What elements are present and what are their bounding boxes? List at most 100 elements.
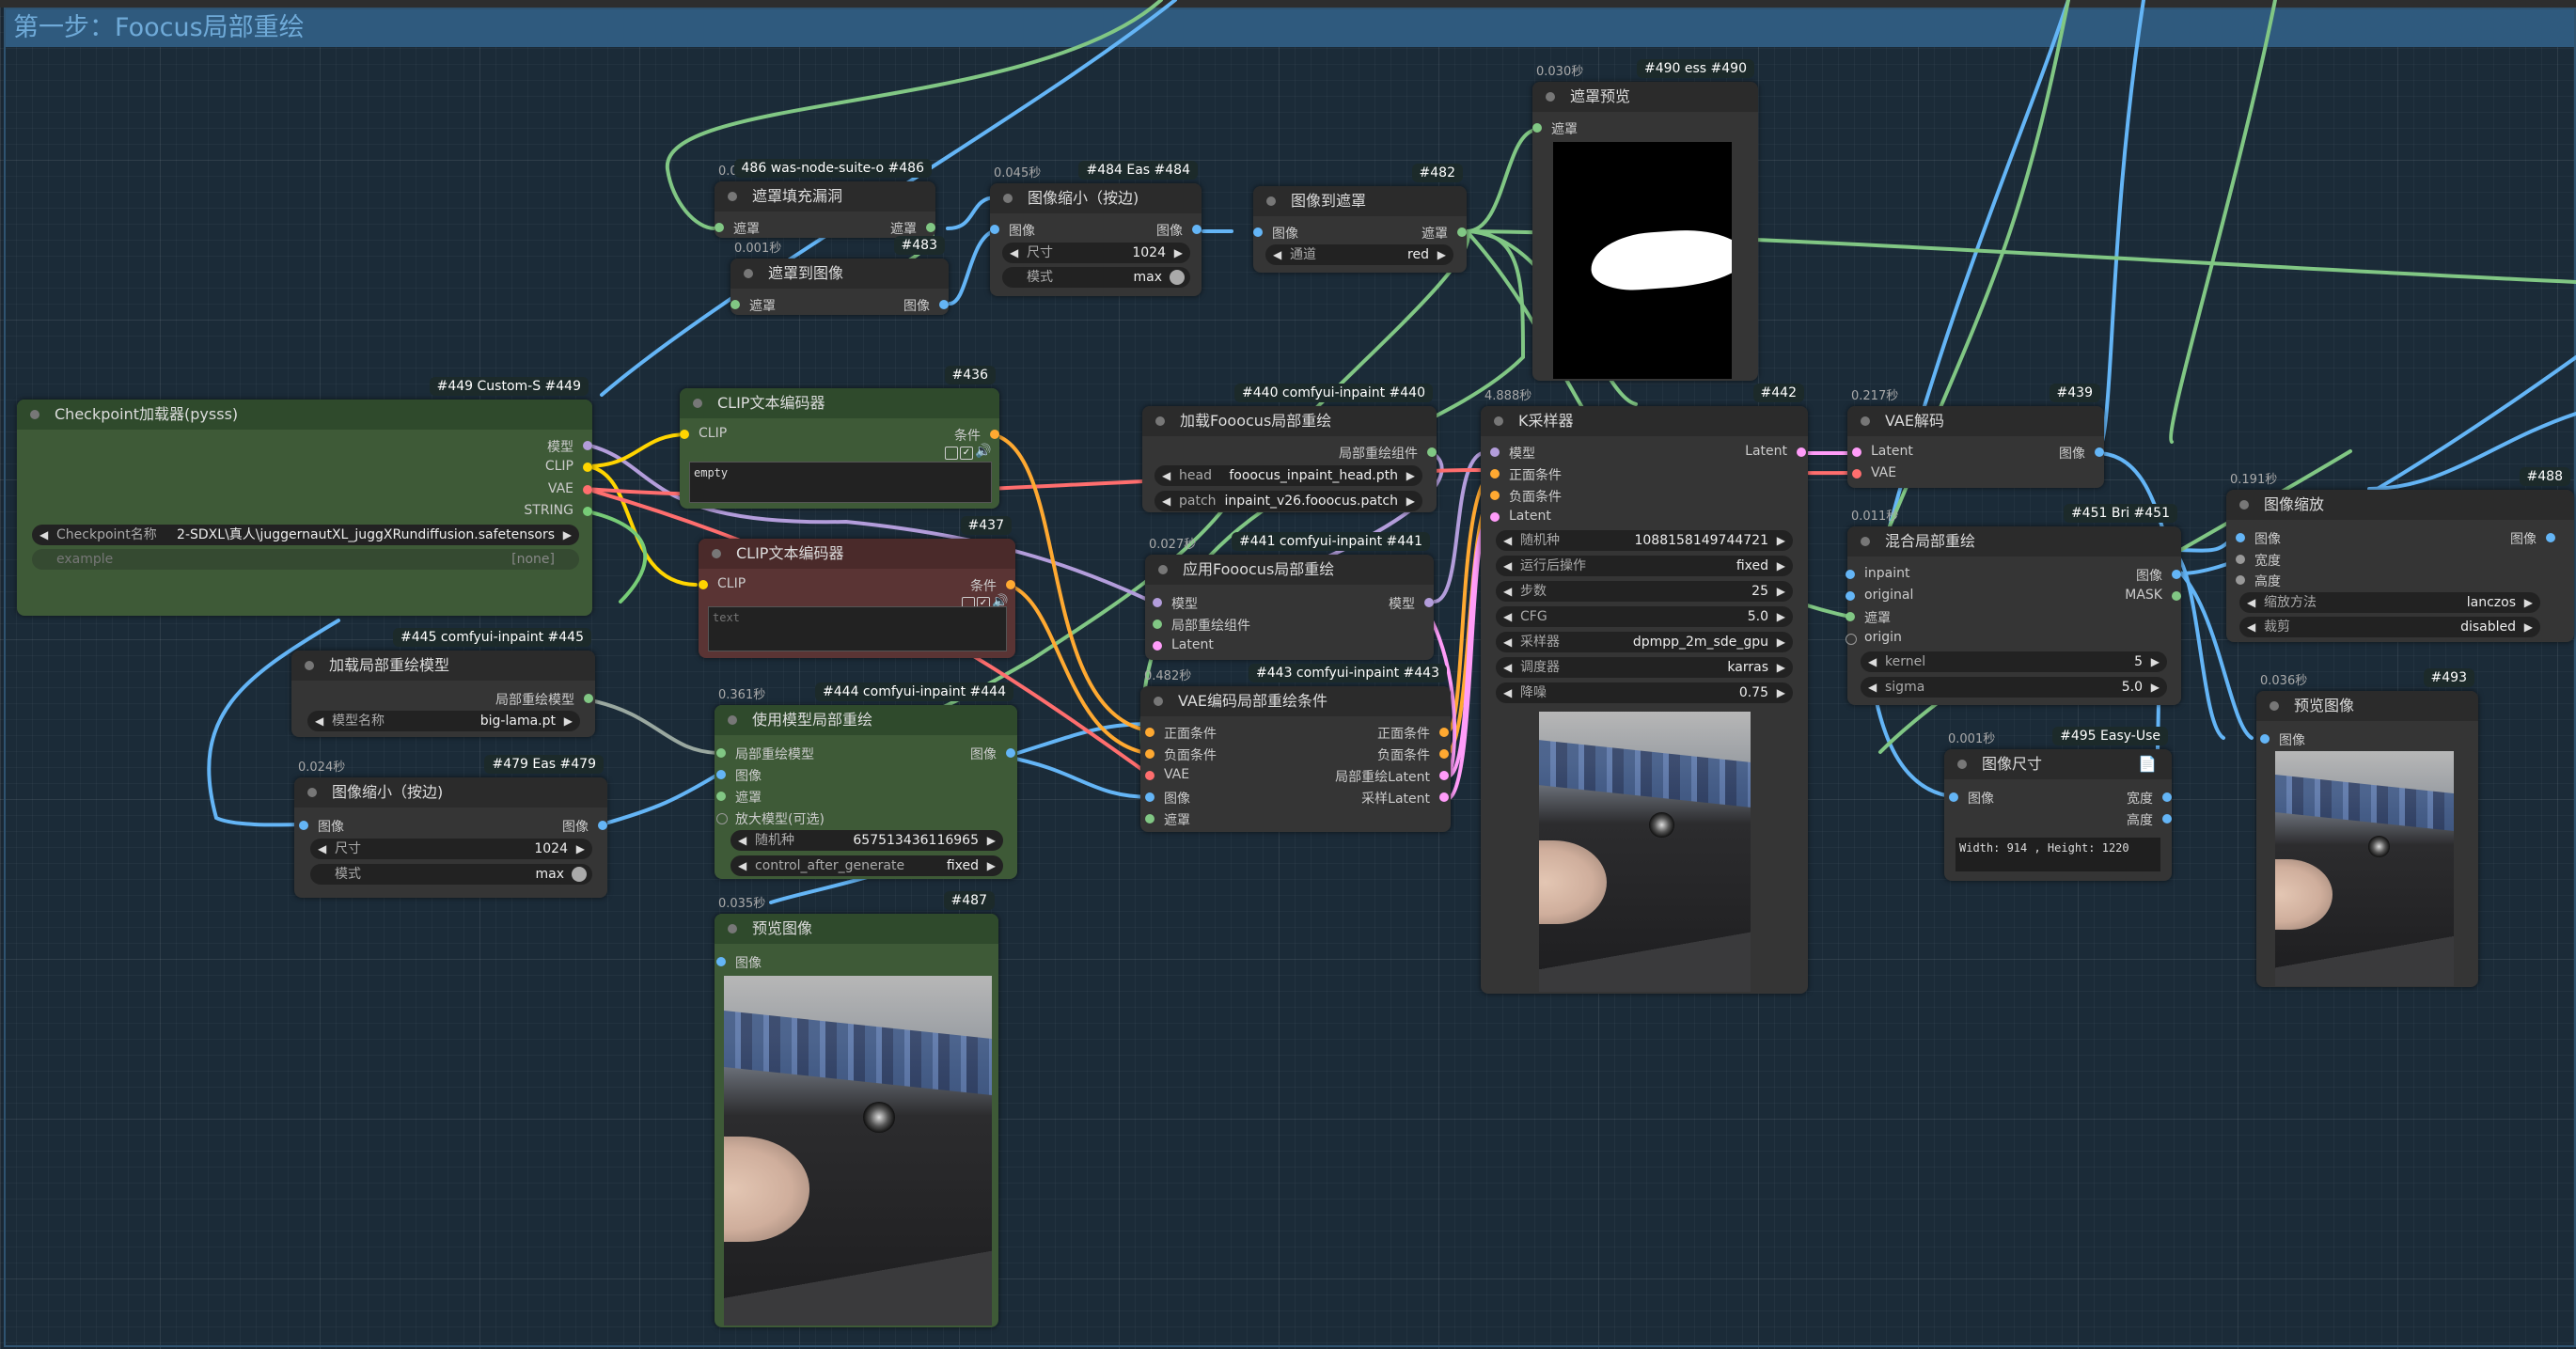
collapse-dot[interactable]: [712, 549, 721, 558]
collapse-dot[interactable]: [1266, 196, 1276, 206]
speaker-icon[interactable]: 🔊: [992, 594, 1009, 609]
input-slot-image[interactable]: 图像: [2260, 730, 2305, 749]
input-slot-positive[interactable]: 正面条件: [1490, 465, 1562, 484]
output-slot-vae[interactable]: VAE: [548, 481, 592, 496]
node-inpaint-with-model[interactable]: 0.361秒 #444 comfyui-inpaint #444 使用模型局部重…: [715, 682, 1017, 879]
collapse-dot[interactable]: [30, 410, 39, 419]
input-slot-latent[interactable]: Latent: [1153, 637, 1214, 652]
output-slot-inpaint-patch[interactable]: 局部重绘组件: [1339, 444, 1437, 463]
input-slot-vae[interactable]: VAE: [1145, 767, 1189, 782]
output-slot-model[interactable]: 模型: [1389, 594, 1434, 613]
input-slot-model[interactable]: 模型: [1153, 594, 1198, 613]
input-slot-image[interactable]: 图像: [1253, 224, 1298, 243]
output-slot-positive[interactable]: 正面条件: [1377, 724, 1449, 743]
output-slot-clip[interactable]: CLIP: [545, 459, 592, 474]
node-mask-preview[interactable]: 0.030秒 #490 ess #490 遮罩预览 遮罩: [1532, 59, 1758, 381]
group-title[interactable]: 第一步：Foocus局部重绘: [6, 9, 2574, 47]
output-slot-inpaint-latent[interactable]: 局部重绘Latent: [1335, 767, 1449, 786]
input-slot-image[interactable]: 图像: [716, 953, 762, 972]
input-slot-width[interactable]: 宽度: [2236, 551, 2281, 570]
prompt-textarea[interactable]: empty: [689, 462, 992, 503]
output-slot-mask[interactable]: 遮罩: [890, 219, 935, 238]
output-slot-conditioning[interactable]: 条件: [970, 576, 1015, 595]
input-slot-inpaint-model[interactable]: 局部重绘模型: [716, 745, 814, 763]
node-clip-text-encode-negative[interactable]: #437 CLIP文本编码器 CLIP 条件 ✓ 🔊: [699, 516, 1015, 658]
node-vae-decode[interactable]: 0.217秒 #439 VAE解码 Latent VAE 图像: [1847, 384, 2104, 488]
collapse-dot[interactable]: [1158, 565, 1168, 574]
prompt-textarea[interactable]: [708, 606, 1007, 651]
node-blend-inpaint[interactable]: 0.011秒 #451 Bri #451 混合局部重绘 inpaint orig…: [1846, 504, 2181, 705]
output-slot-mask[interactable]: MASK: [2125, 588, 2181, 603]
input-slot-image[interactable]: 图像: [990, 221, 1035, 240]
collapse-dot[interactable]: [744, 269, 753, 278]
collapse-dot[interactable]: [2239, 500, 2249, 510]
output-slot-image[interactable]: 图像: [970, 745, 1015, 763]
node-mask-to-image[interactable]: 0.001秒 #483 遮罩到图像 遮罩 图像: [730, 236, 949, 315]
collapse-dot[interactable]: [728, 924, 737, 933]
collapse-dot[interactable]: [1155, 416, 1165, 426]
input-slot-mask[interactable]: 遮罩: [1532, 119, 1578, 138]
node-preview-image-493[interactable]: 0.036秒 #493 预览图像 图像: [2256, 668, 2478, 987]
node-image-size[interactable]: 0.001秒 #495 Easy-Use 图像尺寸📄 图像 宽度 高度 Widt…: [1944, 727, 2172, 881]
output-slot-sample-latent[interactable]: 采样Latent: [1361, 789, 1449, 808]
node-preview-image-487[interactable]: 0.035秒 #487 预览图像 图像: [715, 891, 998, 1327]
input-slot-original[interactable]: original: [1846, 588, 1913, 603]
collapse-dot[interactable]: [1494, 416, 1503, 426]
input-slot-image[interactable]: 图像: [716, 766, 762, 785]
input-slot-negative[interactable]: 负面条件: [1490, 487, 1562, 506]
output-slot-string[interactable]: STRING: [524, 503, 592, 518]
input-slot-image[interactable]: 图像: [299, 817, 344, 836]
input-slot-mask[interactable]: 遮罩: [730, 296, 776, 315]
input-slot-mask[interactable]: 遮罩: [1145, 810, 1190, 829]
output-slot-width[interactable]: 宽度: [2127, 789, 2172, 808]
output-slot-image[interactable]: 图像: [562, 817, 607, 836]
input-slot-inpaint-patch[interactable]: 局部重绘组件: [1153, 616, 1250, 635]
input-slot-mask[interactable]: 遮罩: [716, 788, 762, 807]
input-slot-vae[interactable]: VAE: [1852, 465, 1896, 480]
example-widget[interactable]: example[none]: [32, 549, 579, 570]
input-slot-upscale-model[interactable]: 放大模型(可选): [716, 809, 825, 828]
input-slot-latent[interactable]: Latent: [1490, 509, 1551, 524]
input-slot-positive[interactable]: 正面条件: [1145, 724, 1217, 743]
node-load-fooocus-inpaint[interactable]: #440 comfyui-inpaint #440 加载Fooocus局部重绘 …: [1142, 384, 1437, 512]
collapse-dot[interactable]: [1957, 760, 1967, 769]
collapse-dot[interactable]: [305, 661, 314, 670]
output-slot-image[interactable]: 图像: [1156, 221, 1202, 240]
input-slot-image[interactable]: 图像: [2236, 529, 2281, 548]
collapse-dot[interactable]: [2270, 701, 2279, 711]
collapse-dot[interactable]: [1154, 697, 1163, 706]
collapse-dot[interactable]: [307, 788, 317, 797]
node-apply-fooocus-inpaint[interactable]: 0.027秒 #441 comfyui-inpaint #441 应用Foooc…: [1145, 532, 1434, 660]
collapse-dot[interactable]: [693, 399, 702, 408]
output-slot-conditioning[interactable]: 条件: [954, 426, 999, 445]
output-slot-image[interactable]: 图像: [2510, 529, 2555, 548]
input-slot-mask[interactable]: 遮罩: [715, 219, 760, 238]
input-slot-mask[interactable]: 遮罩: [1846, 608, 1891, 627]
node-mask-fill-holes[interactable]: 0.026秒 486 was-node-suite-o #486 遮罩填充漏洞 …: [715, 159, 935, 238]
document-icon[interactable]: 📄: [2138, 755, 2157, 773]
output-slot-image[interactable]: 图像: [2136, 566, 2181, 585]
collapse-dot[interactable]: [1546, 92, 1555, 102]
